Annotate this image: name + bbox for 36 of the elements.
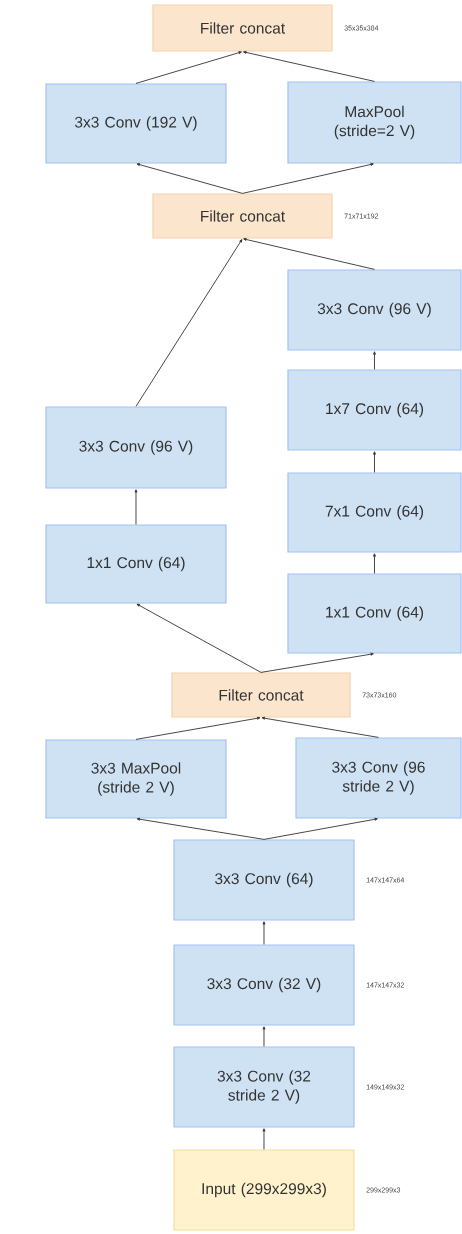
arrow xyxy=(373,451,376,473)
layer-box: 3x3 Conv (192 V) xyxy=(45,83,227,164)
arrow xyxy=(243,51,375,82)
layer-box: 3x3 Conv (32 V) xyxy=(173,944,355,1026)
arrow xyxy=(242,163,374,194)
layer-box: 3x3 Conv (64) xyxy=(173,839,355,921)
layer-box: 7x1 Conv (64) xyxy=(287,472,462,553)
layer-box: 1x1 Conv (64) xyxy=(45,524,227,604)
input-box: Input (299x299x3) xyxy=(173,1149,355,1231)
concat-box: Filter concat xyxy=(171,672,351,718)
arrow xyxy=(136,603,262,673)
concat-box: Filter concat xyxy=(152,4,333,52)
layer-box: 3x3 Conv (96 V) xyxy=(287,269,462,351)
arrow xyxy=(134,489,138,525)
arrow xyxy=(243,238,375,270)
concat-box: Filter concat xyxy=(152,193,333,239)
arrow xyxy=(135,51,242,84)
layer-box: 3x3 MaxPool (stride 2 V) xyxy=(45,739,227,819)
layer-box: 3x3 Conv (32 stride 2 V) xyxy=(173,1046,355,1128)
arrow xyxy=(135,716,261,740)
arrow xyxy=(373,351,376,370)
layer-box: 3x3 Conv (96 stride 2 V) xyxy=(295,737,462,819)
arrow xyxy=(262,921,266,945)
layer-box: 3x3 Conv (96 V) xyxy=(45,406,227,489)
layer-box: 1x7 Conv (64) xyxy=(287,369,462,451)
arrow xyxy=(260,652,374,673)
layer-box: 1x1 Conv (64) xyxy=(287,573,462,654)
arrow xyxy=(261,716,379,738)
arrow xyxy=(136,817,265,840)
arrow xyxy=(373,553,376,574)
arrow xyxy=(136,163,243,194)
arrow xyxy=(262,1128,266,1150)
arrow xyxy=(135,239,243,407)
layer-box: MaxPool (stride=2 V) xyxy=(287,81,462,164)
arrow xyxy=(263,817,378,840)
arrow xyxy=(262,1026,266,1047)
